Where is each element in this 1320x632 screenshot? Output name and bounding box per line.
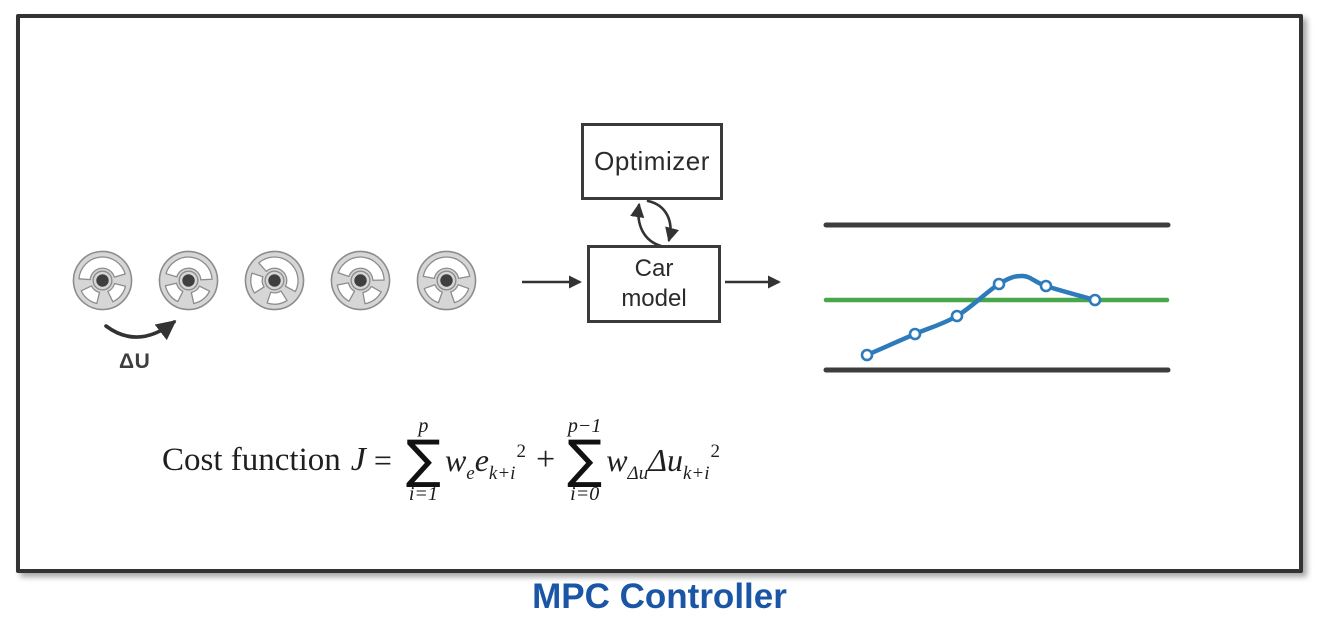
e-symbol: e: [474, 441, 489, 478]
sigma-icon: ∑: [567, 429, 603, 490]
sigma-icon: ∑: [405, 429, 441, 490]
delta-u-label: ΔU: [119, 350, 151, 373]
cost-function-formula: Cost function J = p ∑ i=1 week+i2 + p−1 …: [162, 390, 720, 530]
steering-wheel-icon: [416, 250, 477, 311]
w-subscript: Δu: [627, 462, 649, 484]
du-symbol: Δu: [648, 441, 683, 478]
sum2-upper-limit: p−1: [567, 414, 602, 437]
trajectory-point-marker: [992, 277, 1006, 291]
du-subscript: k+i: [682, 462, 710, 484]
sum1-upper-limit: p: [418, 414, 429, 437]
trajectory-point-marker: [908, 327, 922, 341]
predicted-trajectory-line: [864, 273, 1098, 358]
steering-wheel-icon: [71, 249, 134, 312]
delta-u-arrow-icon: [104, 320, 177, 341]
w-subscript: e: [466, 462, 475, 484]
control-rate-term: wΔuΔuk+i2: [606, 440, 721, 484]
formula-equals: =: [373, 441, 392, 478]
optimizer-carmodel-cycle-icon: [630, 199, 680, 248]
output-arrow-icon: [725, 275, 781, 289]
e-subscript: k+i: [488, 462, 516, 484]
trajectory-point-marker: [950, 309, 964, 323]
diagram-title: MPC Controller: [532, 577, 787, 616]
steering-wheel-icon: [329, 249, 392, 312]
summation-1: p ∑ i=1: [406, 415, 441, 506]
car-model-block: Car model: [587, 245, 721, 323]
car-model-label-line1: Car: [634, 255, 674, 282]
car-model-label-line2: model: [621, 285, 687, 312]
sum2-lower-limit: i=0: [570, 483, 600, 506]
optimizer-label: Optimizer: [594, 146, 710, 176]
w-symbol: w: [444, 441, 467, 478]
road-trajectory-plot: [823, 222, 1171, 373]
steering-wheel-icon: [243, 249, 306, 312]
e-exponent: 2: [516, 440, 526, 462]
steering-wheel-sequence: [71, 249, 478, 312]
steering-wheel-icon: [157, 249, 220, 312]
summation-2: p−1 ∑ i=0: [567, 415, 602, 506]
w-symbol: w: [606, 441, 628, 478]
sum1-lower-limit: i=1: [408, 483, 438, 506]
optimizer-block: Optimizer: [581, 123, 723, 200]
formula-label: Cost function: [162, 441, 341, 478]
trajectory-group: [860, 273, 1102, 362]
trajectory-point-marker: [860, 348, 874, 362]
input-arrow-icon: [522, 275, 582, 289]
trajectory-point-marker: [1088, 293, 1102, 307]
error-weight-term: week+i2: [444, 440, 526, 484]
trajectory-point-marker: [1039, 279, 1053, 293]
formula-plus: +: [535, 441, 556, 478]
formula-variable: J: [350, 441, 366, 478]
du-exponent: 2: [710, 440, 721, 462]
